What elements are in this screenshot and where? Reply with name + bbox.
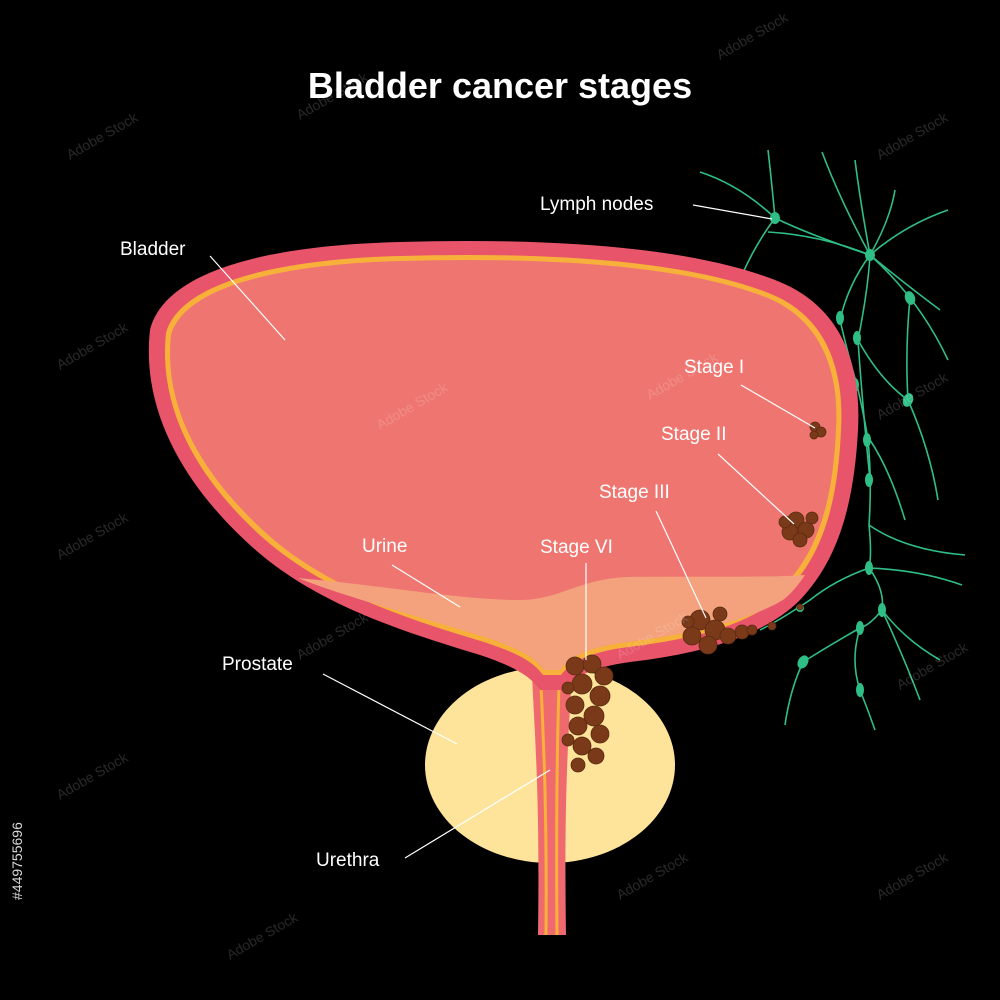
label-stage-2: Stage II: [661, 424, 727, 445]
watermark-text: Adobe Stock: [294, 609, 372, 663]
urethra-tube: [532, 675, 572, 936]
label-prostate: Prostate: [222, 654, 293, 675]
label-urethra: Urethra: [316, 850, 380, 871]
bladder-organ: [148, 241, 859, 690]
tumor-stage-1: [809, 421, 827, 440]
watermark-text: Adobe Stock: [714, 9, 792, 63]
diagram-title: Bladder cancer stages: [308, 65, 692, 106]
tumor-stage-2: [778, 511, 819, 548]
label-stage-6: Stage VI: [540, 537, 613, 558]
watermark-text: Adobe Stock: [894, 639, 972, 693]
watermark-text: Adobe Stock: [614, 849, 692, 903]
watermark-text: Adobe Stock: [874, 369, 952, 423]
label-lymph-nodes: Lymph nodes: [540, 194, 653, 215]
watermark-text: Adobe Stock: [874, 109, 952, 163]
watermark-id: #449755696: [9, 822, 25, 900]
watermark-text: Adobe Stock: [54, 319, 132, 373]
watermark-text: Adobe Stock: [874, 849, 952, 903]
watermark-text: Adobe Stock: [64, 109, 142, 163]
lymph-network: [699, 149, 966, 731]
watermark-text: Adobe Stock: [224, 909, 302, 963]
label-urine: Urine: [362, 536, 407, 557]
label-bladder: Bladder: [120, 239, 186, 260]
watermark-text: Adobe Stock: [54, 749, 132, 803]
watermark-text: Adobe Stock: [54, 509, 132, 563]
tumor-stage-3: [681, 603, 804, 655]
label-stage-1: Stage I: [684, 357, 744, 378]
tumor-stage-6: [561, 654, 614, 773]
leader-lines: [209, 204, 816, 859]
urine-pool: [298, 575, 805, 670]
label-stage-3: Stage III: [599, 482, 670, 503]
